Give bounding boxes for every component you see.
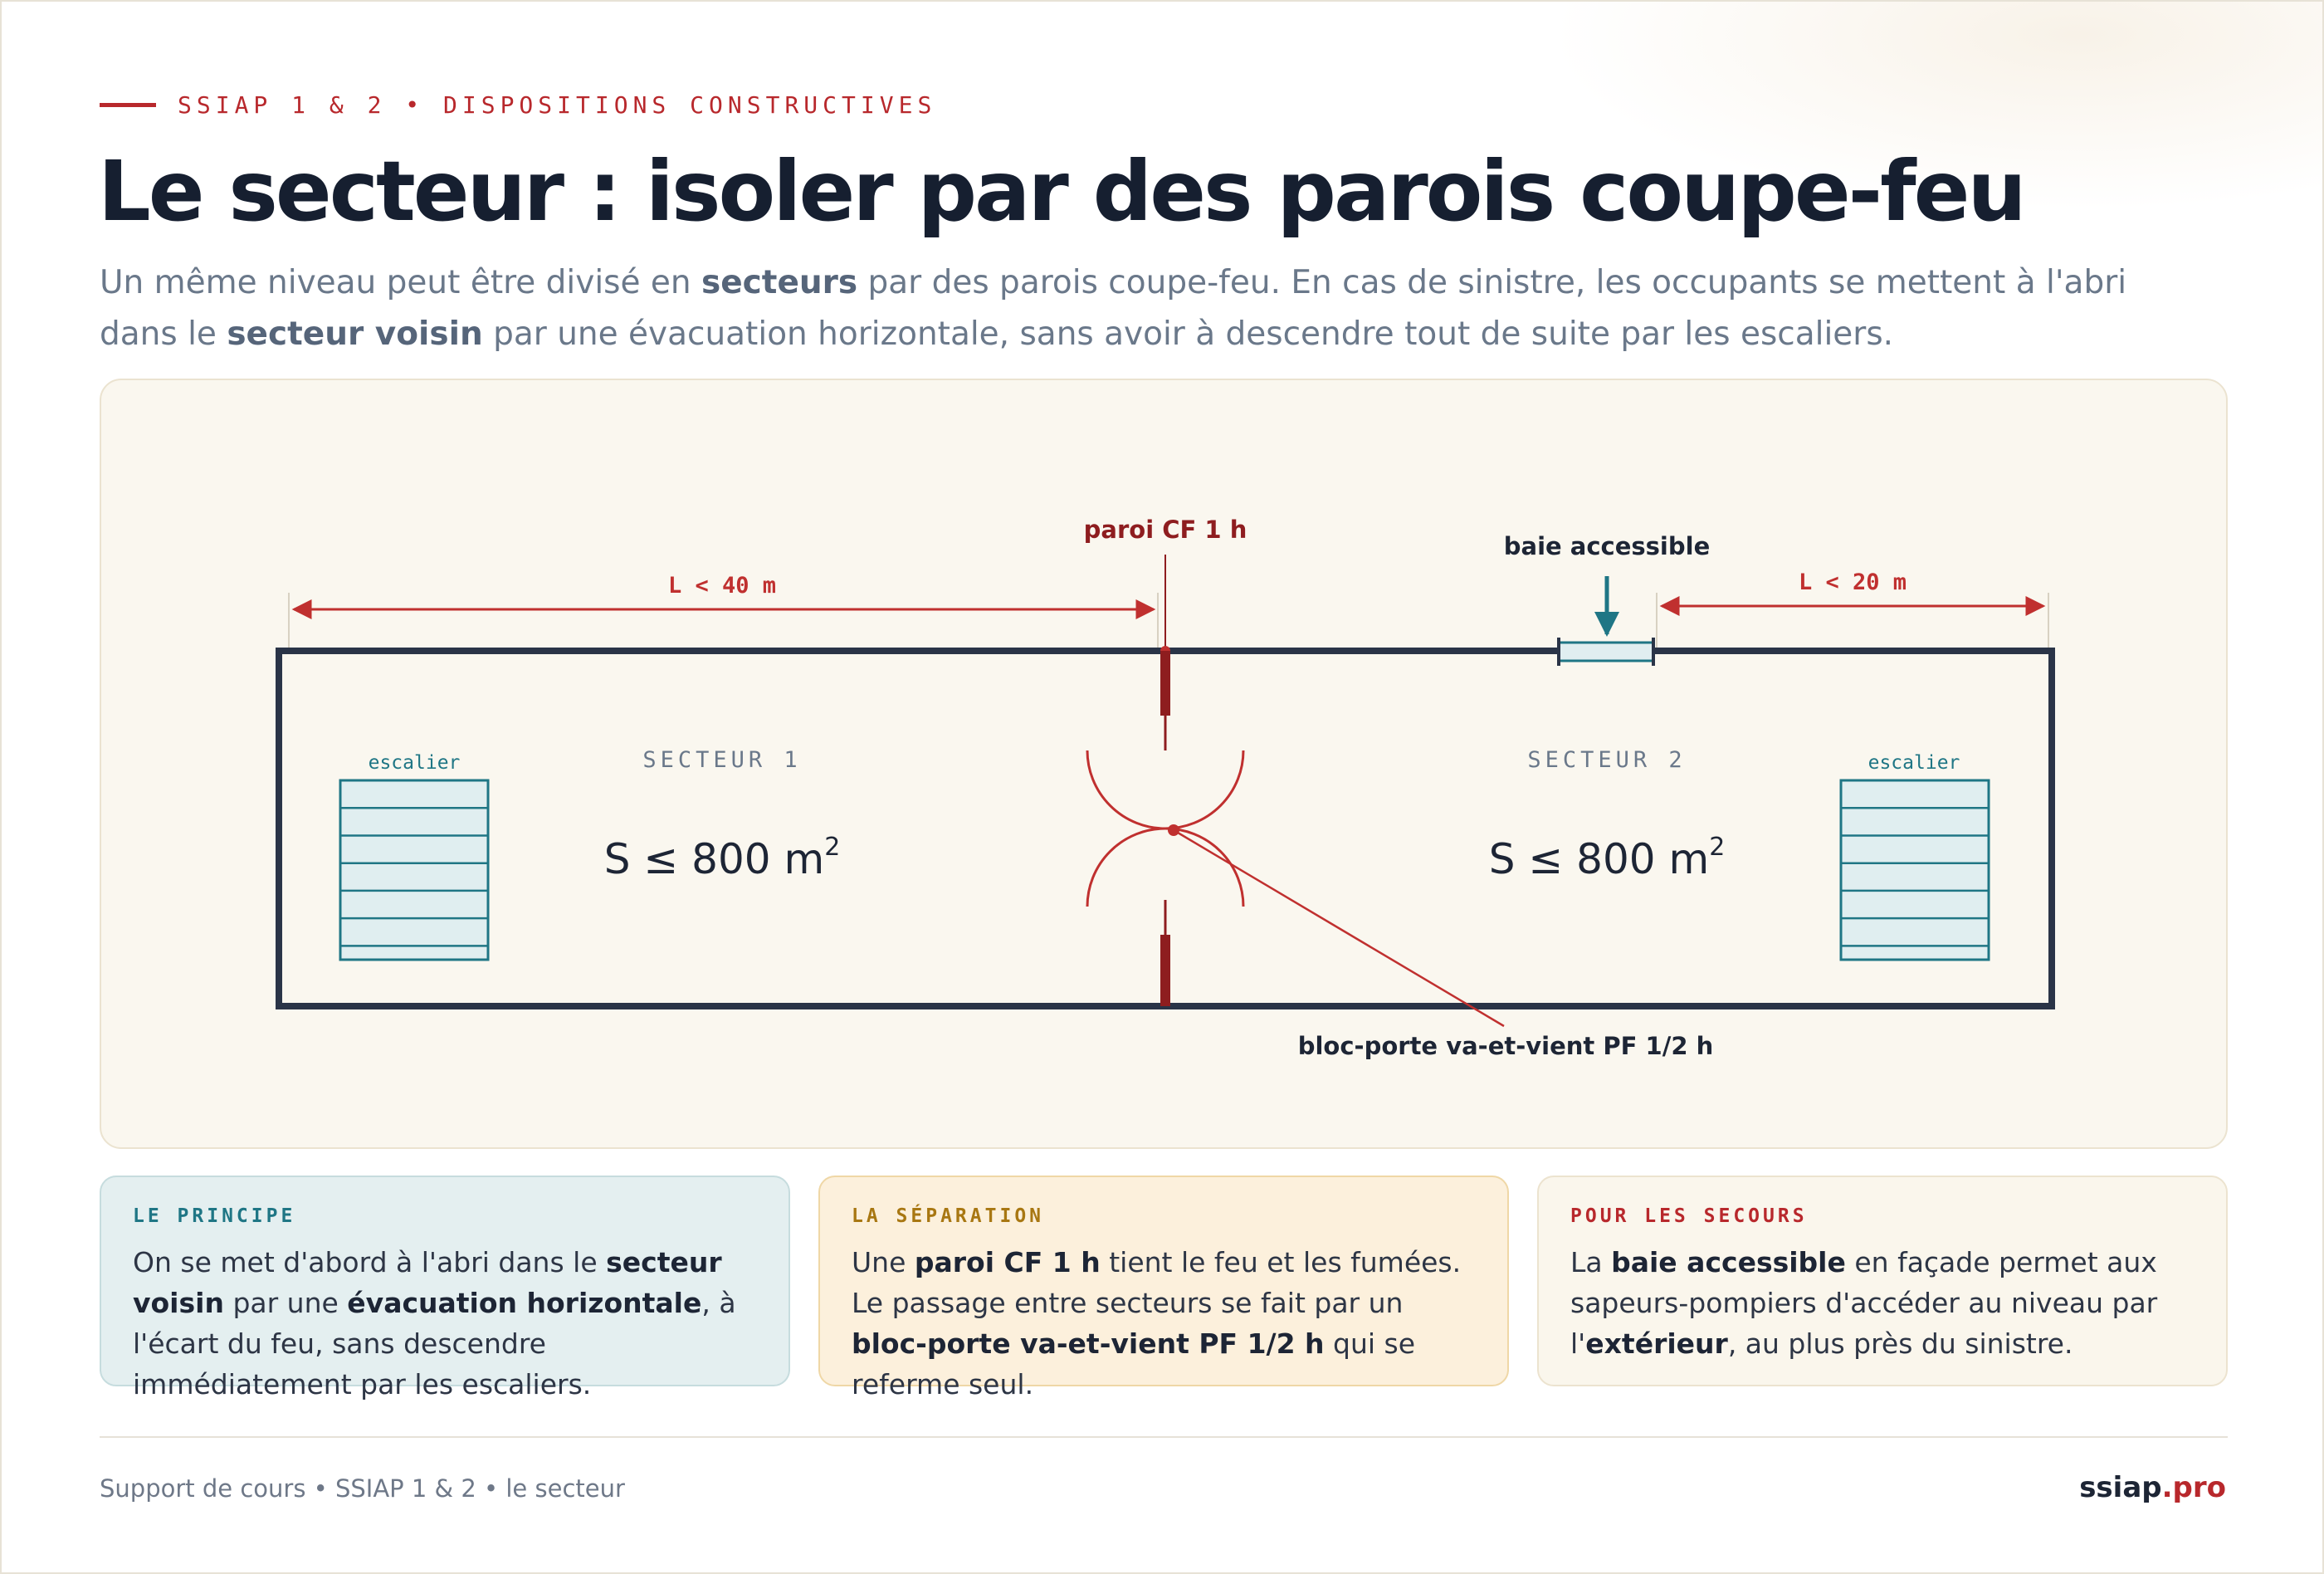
eyebrow: SSIAP 1 & 2 • DISPOSITIONS CONSTRUCTIVES (100, 91, 936, 119)
door-arc (1086, 827, 1166, 907)
diagram-card: L < 40 m L < 20 m paroi CF 1 h bloc-p (100, 379, 2228, 1149)
card-text: On se met d'abord à l'abri dans le secte… (133, 1242, 757, 1405)
card-text-part: La (1570, 1246, 1612, 1278)
card-text-part: Une (852, 1246, 915, 1278)
card-text-part: en façade permet aux sapeurs-pompiers d'… (1570, 1246, 2158, 1360)
door-leader-dot (1168, 824, 1179, 836)
card-text: La baie accessible en façade permet aux … (1570, 1242, 2195, 1364)
card-text-part: On se met d'abord à l'abri dans le (133, 1246, 607, 1278)
sector2-area-text: S ≤ 800 m (1489, 835, 1709, 883)
card-text-part: , à l'écart du feu, sans descendre imméd… (133, 1287, 736, 1400)
window-opening (1557, 641, 1655, 662)
card-text: Une paroi CF 1 h tient le feu et les fum… (852, 1242, 1476, 1405)
card-separation: LA SÉPARATION Une paroi CF 1 h tient le … (818, 1176, 1509, 1400)
card-label: POUR LES SECOURS (1570, 1205, 1808, 1227)
stair-box (1839, 779, 1990, 961)
footer-divider (100, 1436, 2228, 1438)
sector1-area-exponent: 2 (824, 833, 840, 862)
eyebrow-text: SSIAP 1 & 2 • DISPOSITIONS CONSTRUCTIVES (178, 91, 937, 119)
page-title: Le secteur : isoler par des parois coupe… (98, 143, 2027, 240)
sector2-name: SECTEUR 2 (1527, 747, 1686, 773)
brand-tld: pro (2172, 1471, 2226, 1504)
card-principle: LE PRINCIPE On se met d'abord à l'abri d… (100, 1176, 790, 1400)
sector1-area-text: S ≤ 800 m (604, 835, 824, 883)
card-text-part: qui se referme seul. (852, 1327, 1416, 1400)
card-text-bold: extérieur (1585, 1327, 1728, 1360)
card-text-bold: baie accessible (1611, 1246, 1846, 1278)
footer-brand[interactable]: ssiap.pro (2079, 1471, 2226, 1504)
card-text-part: tient le feu et les fumées. Le passage e… (852, 1246, 1462, 1319)
sector1-name: SECTEUR 1 (642, 747, 801, 773)
stair-left-label: escalier (369, 752, 461, 774)
sector2-area-exponent: 2 (1709, 833, 1725, 862)
brand-dot: . (2161, 1471, 2173, 1504)
eyebrow-rule (100, 103, 156, 107)
swing-door-arcs (1086, 750, 1245, 907)
subtitle-bold: secteur voisin (227, 315, 483, 353)
stair-right-label: escalier (1868, 752, 1960, 774)
card-text-part: , au plus près du sinistre. (1727, 1327, 2073, 1360)
page-subtitle: Un même niveau peut être divisé en secte… (100, 257, 2191, 360)
door-arc (1164, 827, 1245, 907)
stair-right (1839, 779, 1990, 961)
subtitle-bold: secteurs (701, 264, 858, 301)
card-text-bold: paroi CF 1 h (914, 1246, 1101, 1278)
card-text-bold: bloc-porte va-et-vient PF 1/2 h (852, 1327, 1325, 1360)
card-label: LE PRINCIPE (133, 1205, 296, 1227)
dimension-label-right: L < 20 m (1799, 569, 1907, 595)
footer-caption: Support de cours • SSIAP 1 & 2 • le sect… (100, 1474, 625, 1503)
sector1-area: S ≤ 800 m2 (604, 833, 841, 883)
sector2-area: S ≤ 800 m2 (1489, 833, 1726, 883)
stair-box (339, 779, 490, 961)
sector-diagram: L < 40 m L < 20 m paroi CF 1 h bloc-p (276, 516, 2055, 1060)
stair-left (339, 779, 490, 961)
dimension-label-left: L < 40 m (668, 573, 776, 599)
info-cards: LE PRINCIPE On se met d'abord à l'abri d… (100, 1176, 2228, 1400)
door-arc (1164, 750, 1245, 830)
card-text-part: par une (223, 1287, 348, 1319)
subtitle-part: par une évacuation horizontale, sans avo… (482, 315, 1894, 353)
door-arc (1086, 750, 1166, 830)
window-label: baie accessible (1504, 532, 1710, 560)
brand-name: ssiap (2079, 1471, 2162, 1504)
door-label: bloc-porte va-et-vient PF 1/2 h (1298, 1032, 1714, 1060)
card-text-bold: secteur voisin (133, 1246, 722, 1319)
card-text-bold: évacuation horizontale (347, 1287, 702, 1319)
subtitle-part: par des parois coupe-feu. En cas de sini… (100, 264, 2127, 353)
card-rescue: POUR LES SECOURS La baie accessible en f… (1537, 1176, 2228, 1386)
card-label: LA SÉPARATION (852, 1205, 1045, 1227)
firewall-label: paroi CF 1 h (1084, 516, 1247, 544)
door-leader (1173, 829, 1505, 1028)
subtitle-part: Un même niveau peut être divisé en (100, 264, 702, 301)
